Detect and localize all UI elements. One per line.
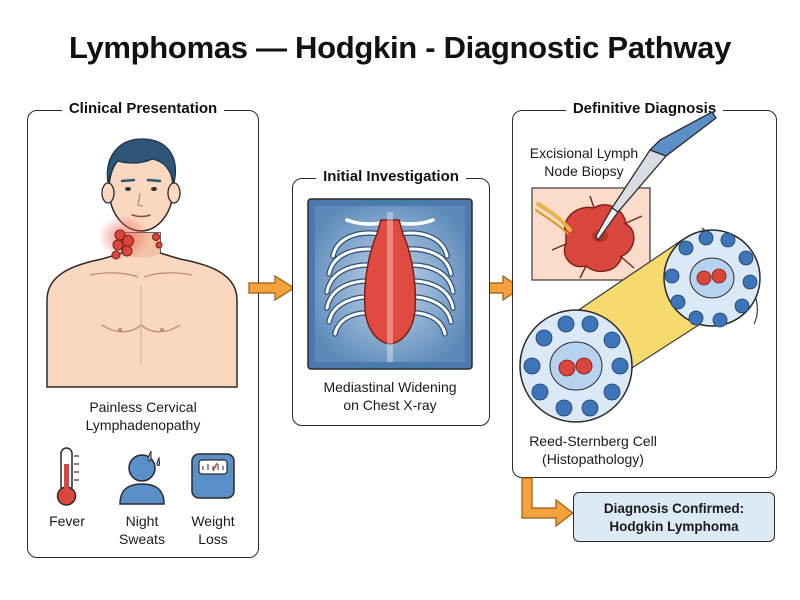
page-title: Lymphomas — Hodgkin - Diagnostic Pathway (68, 30, 732, 65)
biopsy-label-line-1: Excisional Lymph (529, 145, 639, 161)
investigation-finding-line-2: on Chest X-ray (343, 397, 437, 413)
patient-illustration (46, 138, 238, 388)
arrow-to-confirmation (521, 477, 574, 528)
cell-label-line-2: (Histopathology) (542, 451, 644, 467)
diagnosis-confirmed-box: Diagnosis Confirmed: Hodgkin Lymphoma (573, 492, 775, 542)
clinical-finding-line-1: Painless Cervical (89, 399, 197, 415)
diagnosis-confirmed-line-1: Diagnosis Confirmed: (603, 501, 745, 516)
arrow-to-investigation (248, 274, 296, 302)
diagnosis-confirmed-line-2: Hodgkin Lymphoma (609, 519, 739, 534)
biopsy-label-line-2: Node Biopsy (544, 163, 624, 179)
cell-label-line-1: Reed-Sternberg Cell (529, 433, 657, 449)
night-sweats-icon (119, 450, 165, 505)
thermometer-icon (56, 447, 79, 506)
definitive-diagnosis-header: Definitive Diagnosis (565, 100, 724, 117)
scalpel-icon (595, 111, 717, 242)
symptom-night-sweats-label: Night Sweats (119, 513, 165, 547)
chest-xray-image (307, 198, 473, 370)
symptom-fever-label: Fever (49, 513, 85, 529)
investigation-finding-line-1: Mediastinal Widening (323, 379, 457, 395)
initial-investigation-header: Initial Investigation (316, 168, 466, 185)
symptom-weight-loss-label: Weight Loss (191, 513, 235, 547)
biopsy-histology-illustration (519, 111, 761, 423)
weight-scale-icon (191, 453, 235, 499)
clinical-presentation-header: Clinical Presentation (61, 100, 225, 117)
clinical-finding-line-2: Lymphadenopathy (85, 417, 201, 433)
